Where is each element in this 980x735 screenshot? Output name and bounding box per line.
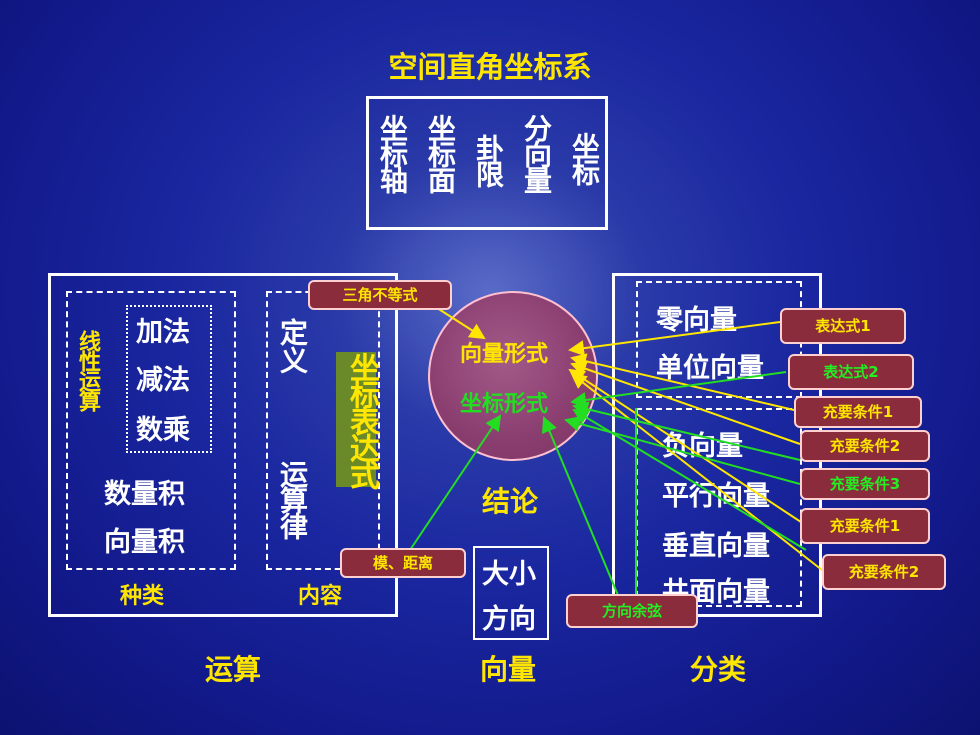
coordinate-system-box — [366, 96, 608, 230]
arrow-expr2 — [570, 371, 787, 408]
callout-condition2-b: 充要条件2 — [822, 554, 946, 590]
diagram-title: 空间直角坐标系 — [388, 50, 592, 84]
item-octant: 卦限 — [472, 134, 505, 186]
op-addition: 加法 — [136, 317, 190, 348]
vector-box — [473, 546, 549, 640]
item-coordinate-plane: 坐标面 — [424, 114, 457, 192]
coord-form-label: 坐标形式 — [460, 392, 549, 417]
callout-condition3: 充要条件3 — [800, 468, 930, 500]
arrow-cond2b — [570, 372, 823, 571]
kinds-dashed-box — [66, 291, 236, 570]
kinds-label: 种类 — [120, 584, 165, 609]
laws-label: 运算律 — [276, 460, 309, 538]
callout-condition1-b: 充要条件1 — [800, 508, 930, 544]
class-perpendicular-vector: 垂直向量 — [662, 531, 770, 562]
basic-ops-dotted-box — [126, 305, 212, 453]
operation-section-label: 运算 — [205, 653, 262, 686]
conclusion-label: 结论 — [482, 485, 539, 518]
classification-section-label: 分类 — [690, 653, 747, 686]
class-unit-vector: 单位向量 — [656, 353, 764, 384]
arrow-cond1a — [570, 353, 795, 411]
coordinate-items: 坐标轴 坐标面 卦限 分向量 坐标 — [374, 114, 602, 224]
arrow-cond3 — [564, 415, 801, 485]
arrow-cond2-green — [572, 401, 801, 461]
magnitude-label: 大小 — [482, 559, 536, 590]
callout-expr2: 表达式2 — [788, 354, 914, 390]
arrow-cond2a — [570, 361, 801, 445]
callout-direction-cosine: 方向余弦 — [566, 594, 698, 628]
op-subtraction: 减法 — [136, 365, 190, 396]
arrow-triangle — [433, 305, 486, 340]
coord-expression-label: 坐标表达式 — [336, 352, 379, 487]
vector-form-label: 向量形式 — [460, 342, 549, 367]
class-zero-vector: 零向量 — [656, 305, 737, 336]
operation-box — [48, 273, 398, 617]
op-dot-product: 数量积 — [104, 479, 185, 510]
arrow-expr1 — [568, 321, 781, 357]
item-coordinate-axis: 坐标轴 — [376, 114, 409, 192]
callout-modulus-distance: 模、距离 — [340, 548, 466, 578]
arrow-cond1b — [568, 368, 805, 525]
callout-condition1-a: 充要条件1 — [794, 396, 922, 428]
vector-section-label: 向量 — [480, 653, 537, 686]
item-component-vector: 分向量 — [520, 114, 553, 192]
callout-triangle-inequality: 三角不等式 — [308, 280, 452, 310]
definition-label: 定义 — [276, 318, 309, 374]
arrow-modulus — [405, 414, 502, 557]
content-label: 内容 — [298, 584, 343, 609]
callout-expr1: 表达式1 — [780, 308, 906, 344]
linear-operation-label: 线性运算 — [75, 330, 100, 410]
arrow-cond1b-green — [572, 408, 807, 551]
item-coordinate: 坐标 — [568, 132, 601, 184]
op-scalar-mult: 数乘 — [136, 415, 190, 446]
arrow-direction-cos — [542, 416, 621, 601]
callout-condition2-a: 充要条件2 — [800, 430, 930, 462]
op-cross-product: 向量积 — [104, 527, 185, 558]
direction-label: 方向 — [482, 604, 536, 635]
